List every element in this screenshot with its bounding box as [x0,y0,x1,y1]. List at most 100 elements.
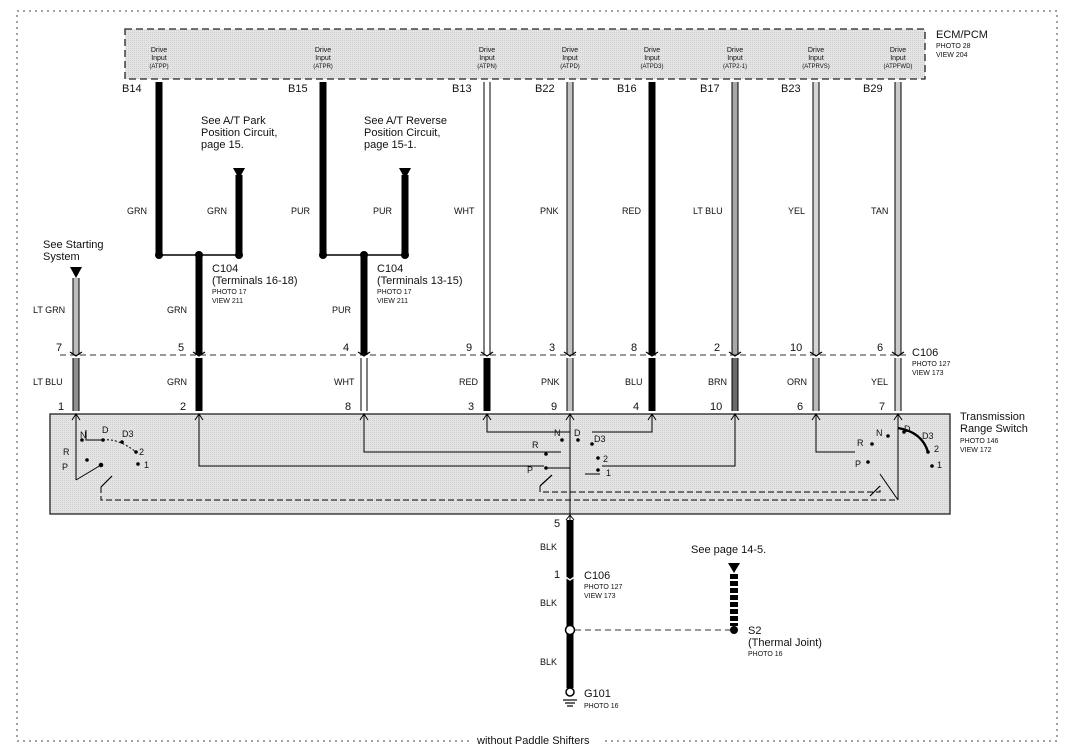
svg-text:N: N [876,428,883,438]
svg-text:RED: RED [459,377,479,387]
svg-text:Drive: Drive [315,47,331,54]
page-border [16,10,1058,742]
svg-text:page 15.: page 15. [201,139,244,151]
svg-text:C104: C104 [212,263,238,275]
svg-text:B17: B17 [700,83,720,95]
svg-text:B22: B22 [535,83,555,95]
svg-text:S2: S2 [748,625,761,637]
svg-text:2: 2 [934,444,939,454]
svg-text:(ATPD): (ATPD) [560,64,580,70]
svg-text:PHOTO 127: PHOTO 127 [584,584,622,591]
ref-park: See A/T Park Position Circuit, page 15. [201,115,277,151]
svg-text:Input: Input [479,55,495,62]
svg-text:Position Circuit,: Position Circuit, [201,127,277,139]
svg-text:3: 3 [468,401,474,413]
svg-text:G101: G101 [584,688,611,700]
svg-text:R: R [63,447,70,457]
trs-left-labels: P R N D D3 2 1 [62,425,149,472]
svg-text:System: System [43,251,80,263]
svg-text:2: 2 [714,342,720,354]
svg-text:PUR: PUR [291,206,311,216]
svg-text:P: P [855,459,861,469]
svg-text:Input: Input [151,55,167,62]
svg-text:2: 2 [603,454,608,464]
svg-text:B13: B13 [452,83,472,95]
svg-text:D3: D3 [594,434,606,444]
ecm-title: ECM/PCM [936,29,988,41]
svg-text:PHOTO 17: PHOTO 17 [212,289,247,296]
svg-text:6: 6 [877,342,883,354]
svg-text:D: D [574,428,581,438]
svg-text:N: N [554,428,561,438]
svg-text:Drive: Drive [727,47,743,54]
trs-mid-contacts [544,438,600,472]
svg-text:B16: B16 [617,83,637,95]
footer-text: without Paddle Shifters [476,735,590,747]
c106-pin-marks [69,351,905,357]
s2-thermal-joint [575,563,740,634]
svg-text:B15: B15 [288,83,308,95]
svg-text:VIEW 173: VIEW 173 [584,593,616,600]
ground-labels: 5 BLK 1 C106 PHOTO 127 VIEW 173 BLK BLK … [540,518,622,710]
svg-text:1: 1 [58,401,64,413]
svg-text:D: D [904,424,911,434]
svg-text:Input: Input [315,55,331,62]
svg-text:(ATP2-1): (ATP2-1) [723,64,747,70]
ground-wire [563,514,577,707]
svg-text:Drive: Drive [151,47,167,54]
svg-text:5: 5 [178,342,184,354]
c106-top-label: C106 PHOTO 127 VIEW 173 [912,347,950,377]
svg-text:YEL: YEL [871,377,888,387]
ecm-photo: PHOTO 28 [936,43,971,50]
svg-text:GRN: GRN [207,206,227,216]
svg-text:9: 9 [466,342,472,354]
s2-labels: See page 14-5. S2 (Thermal Joint) PHOTO … [691,544,822,658]
svg-text:9: 9 [551,401,557,413]
top-wire-color-labels: GRN PUR WHT PNK RED LT BLU YEL TAN GRN P… [127,206,888,216]
svg-text:R: R [857,438,864,448]
svg-text:VIEW 173: VIEW 173 [912,370,944,377]
svg-text:N: N [80,430,87,440]
svg-text:C106: C106 [912,347,938,359]
ecm-pin-labels: B14 B15 B13 B22 B16 B17 B23 B29 [122,83,883,95]
svg-text:PHOTO 17: PHOTO 17 [377,289,412,296]
svg-text:Drive: Drive [808,47,824,54]
trs-internal-wiring [71,413,930,520]
trs-left-contacts [80,438,140,466]
svg-text:Drive: Drive [562,47,578,54]
branch-reverse [399,168,411,255]
svg-text:B29: B29 [863,83,883,95]
ref-starting: See Starting System [43,239,104,263]
svg-text:2: 2 [139,447,144,457]
wire-mid-ltgrn [70,267,82,355]
svg-text:VIEW 211: VIEW 211 [212,298,243,305]
trs-right-contacts [866,430,934,468]
trs-mid-labels: P R N D D3 2 1 [527,428,611,478]
svg-text:R: R [532,440,539,450]
svg-text:10: 10 [710,401,722,413]
svg-text:BLU: BLU [625,377,643,387]
svg-text:GRN: GRN [167,305,187,315]
bottom-color-labels: LT BLU GRN WHT RED PNK BLU BRN ORN YEL [33,377,888,387]
svg-text:WHT: WHT [334,377,355,387]
svg-text:D3: D3 [122,429,134,439]
svg-text:6: 6 [797,401,803,413]
svg-text:(ATPN): (ATPN) [477,64,497,70]
svg-text:PHOTO 146: PHOTO 146 [960,438,998,445]
svg-text:PUR: PUR [332,305,352,315]
svg-text:VIEW 172: VIEW 172 [960,447,992,454]
trs-box [49,413,951,515]
svg-text:page 15-1.: page 15-1. [364,139,417,151]
svg-text:PHOTO 16: PHOTO 16 [584,703,619,710]
svg-text:WHT: WHT [454,206,475,216]
svg-text:10: 10 [790,342,802,354]
ecm-view: VIEW 204 [936,52,968,59]
svg-text:BLK: BLK [540,598,557,608]
svg-text:LT BLU: LT BLU [33,377,63,387]
svg-text:2: 2 [180,401,186,413]
svg-text:(ATPFWD): (ATPFWD) [884,64,913,70]
svg-text:(ATPP): (ATPP) [149,64,168,70]
svg-text:(Terminals 16-18): (Terminals 16-18) [212,275,298,287]
svg-text:LT GRN: LT GRN [33,305,65,315]
